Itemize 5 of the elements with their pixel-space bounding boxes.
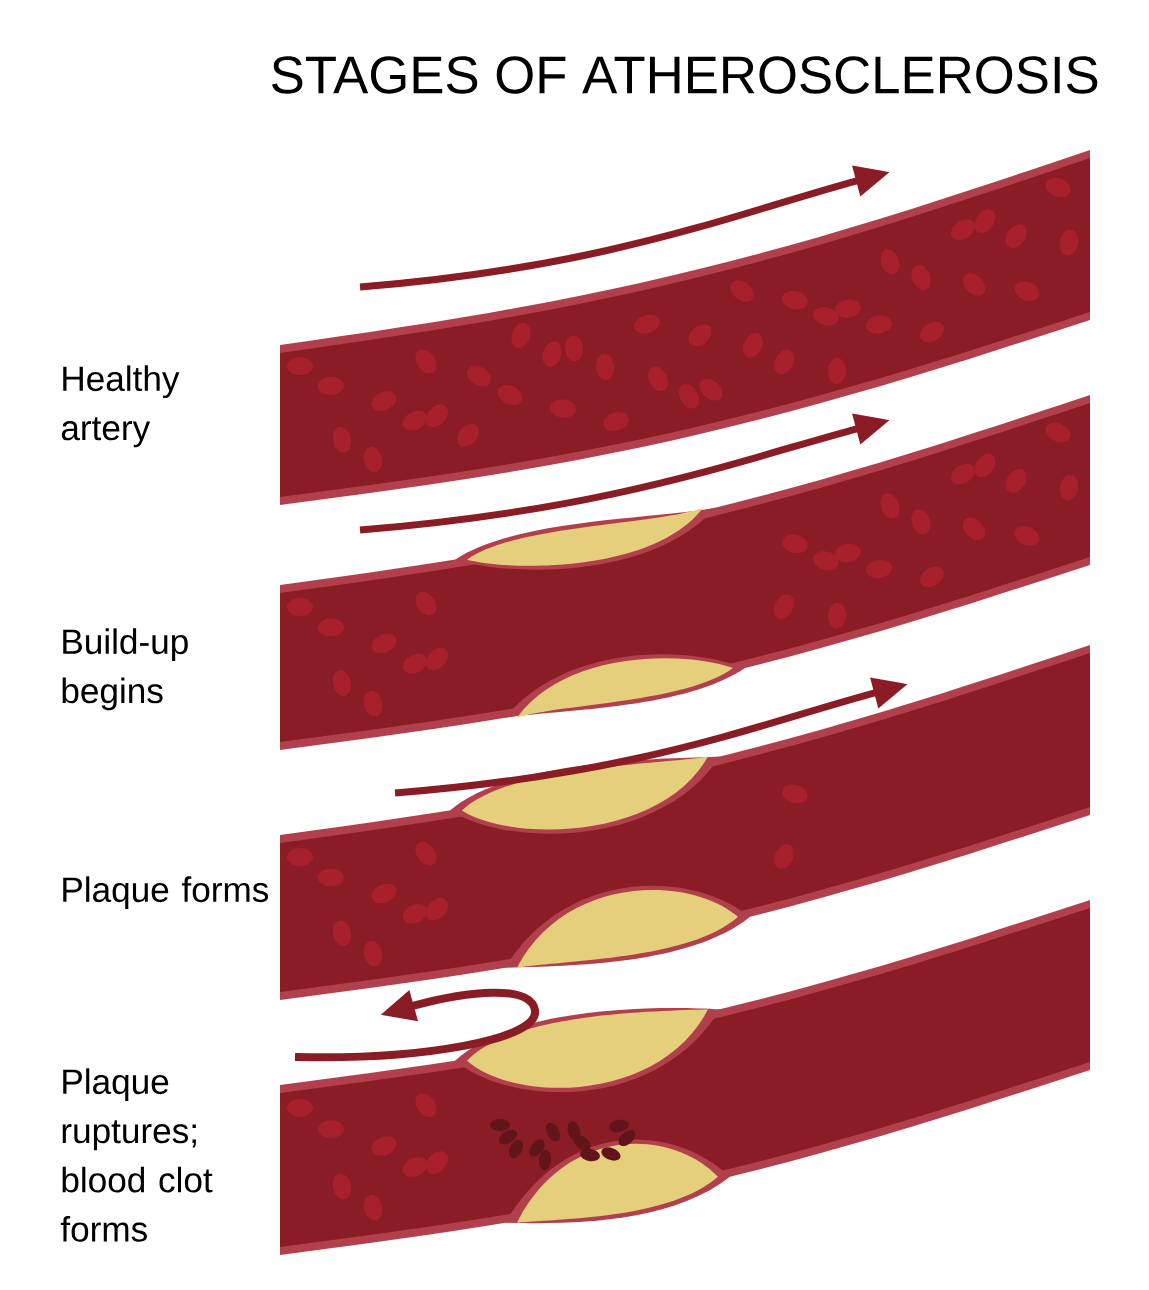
title: STAGES OF ATHEROSCLEROSIS	[272, 56, 1098, 94]
stage-label: Plaque ruptures; blood clot forms	[60, 1068, 213, 1242]
stage-label: Plaque forms	[63, 876, 269, 910]
stage-label: Build-up begins	[62, 628, 188, 711]
stage-label: Healthy artery	[61, 365, 180, 448]
